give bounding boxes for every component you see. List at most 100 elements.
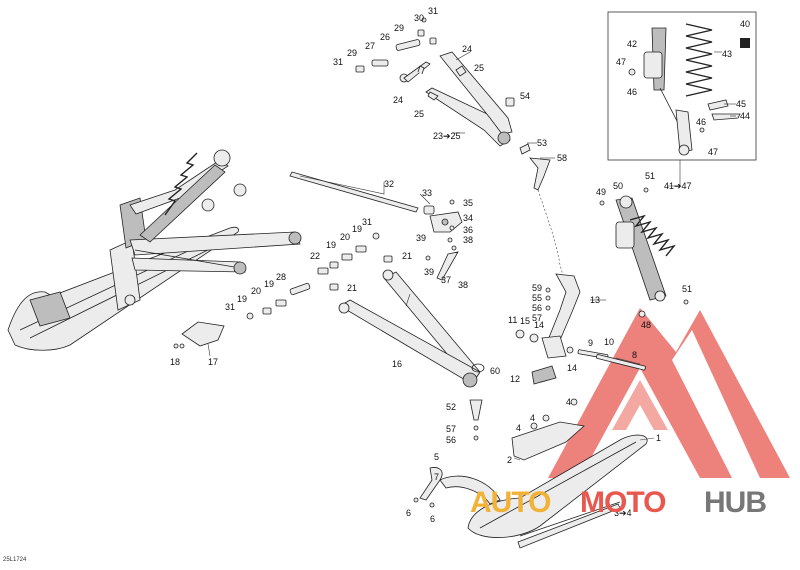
callout-19: 19 (352, 224, 362, 234)
callout-40: 40 (740, 19, 750, 29)
callout-56: 56 (532, 303, 542, 313)
part-17-plate (173, 321, 225, 349)
callout-41-47: 41➔47 (664, 181, 692, 191)
callout-47: 47 (616, 57, 626, 67)
callout-3-4: 3➔4 (614, 508, 632, 518)
callout-39: 39 (416, 233, 426, 243)
callout-38: 38 (458, 280, 468, 290)
callout-8: 8 (632, 350, 637, 360)
callout-16: 16 (392, 359, 402, 369)
callout-35: 35 (463, 198, 473, 208)
callout-57: 57 (532, 313, 542, 323)
spindle-exploded (515, 273, 646, 385)
callout-5: 5 (434, 452, 439, 462)
callout-6: 6 (406, 508, 411, 518)
callout-2: 2 (507, 455, 512, 465)
callout-38: 38 (463, 235, 473, 245)
callout-39: 39 (424, 267, 434, 277)
watermark-hub: HUB (704, 486, 766, 519)
callout-13: 13 (590, 295, 600, 305)
callout-60: 60 (490, 366, 500, 376)
callout-29: 29 (394, 23, 404, 33)
callout-51: 51 (682, 284, 692, 294)
diagram-reference-code: 25L1724 (3, 557, 27, 563)
callout-25: 25 (414, 109, 424, 119)
callout-45: 45 (736, 99, 746, 109)
callout-52: 52 (446, 402, 456, 412)
callout-34: 34 (463, 213, 473, 223)
upper-a-arm-exploded (355, 17, 551, 191)
callout-42: 42 (627, 39, 637, 49)
callout-4: 4 (566, 397, 571, 407)
callout-6: 6 (430, 514, 435, 524)
callout-58: 58 (557, 153, 567, 163)
callout-labels: 40 42 43 47 46 45 46 44 47 31 30 29 26 2… (170, 6, 750, 524)
callout-57: 57 (446, 424, 456, 434)
callout-29: 29 (347, 48, 357, 58)
callout-25: 25 (474, 63, 484, 73)
callout-51: 51 (645, 171, 655, 181)
callout-46: 46 (696, 117, 706, 127)
callout-32: 32 (384, 179, 394, 189)
callout-31: 31 (362, 217, 372, 227)
callout-19: 19 (237, 294, 247, 304)
callout-11: 11 (508, 315, 517, 325)
callout-27: 27 (365, 41, 375, 51)
callout-53: 53 (537, 138, 547, 148)
shock-exploded-box (607, 11, 757, 161)
parts-33-39-group (423, 199, 463, 281)
watermark-triangle-icon (548, 308, 790, 478)
watermark-auto: AUTO (470, 486, 551, 519)
callout-4: 4 (530, 413, 535, 423)
callout-17: 17 (208, 357, 218, 367)
callout-31: 31 (428, 6, 438, 16)
callout-26: 26 (380, 32, 390, 42)
ski-exploded (413, 398, 648, 549)
callout-55: 55 (532, 293, 542, 303)
callout-30: 30 (414, 13, 424, 23)
callout-24: 24 (462, 44, 472, 54)
callout-43: 43 (722, 49, 732, 59)
callout-19: 19 (326, 240, 336, 250)
callout-20: 20 (251, 286, 261, 296)
callout-49: 49 (596, 187, 606, 197)
callout-28: 28 (276, 272, 286, 282)
part-32-bar (289, 171, 419, 213)
callout-47: 47 (708, 147, 718, 157)
callout-44: 44 (740, 111, 750, 121)
callout-20: 20 (340, 232, 350, 242)
callout-14: 14 (534, 320, 544, 330)
watermark-text: AUTO MOTO HUB (470, 486, 767, 519)
callout-31: 31 (333, 57, 343, 67)
callout-23-25: 23➔25 (433, 131, 461, 141)
callout-46: 46 (627, 87, 637, 97)
callout-4: 4 (516, 423, 521, 433)
callout-48: 48 (641, 320, 651, 330)
callout-50: 50 (613, 181, 623, 191)
callout-24: 24 (393, 95, 403, 105)
callout-15: 15 (520, 316, 530, 326)
callout-37: 37 (441, 275, 451, 285)
watermark-moto: MOTO (580, 486, 666, 519)
callout-21: 21 (347, 283, 357, 293)
callout-31: 31 (225, 302, 235, 312)
callout-14: 14 (567, 363, 577, 373)
callout-59: 59 (532, 283, 542, 293)
callout-21: 21 (402, 251, 412, 261)
callout-10: 10 (604, 337, 614, 347)
callout-33: 33 (422, 188, 432, 198)
shock-assembled (599, 187, 689, 318)
callout-7: 7 (434, 472, 439, 482)
callout-19: 19 (264, 279, 274, 289)
callout-9: 9 (588, 338, 593, 348)
callout-22: 22 (310, 251, 320, 261)
callout-18: 18 (170, 357, 180, 367)
callout-12: 12 (510, 374, 520, 384)
leader-lines (207, 51, 736, 461)
assembled-suspension-view (7, 149, 302, 351)
callout-56: 56 (446, 435, 456, 445)
callout-36: 36 (463, 225, 473, 235)
callout-1: 1 (656, 433, 661, 443)
